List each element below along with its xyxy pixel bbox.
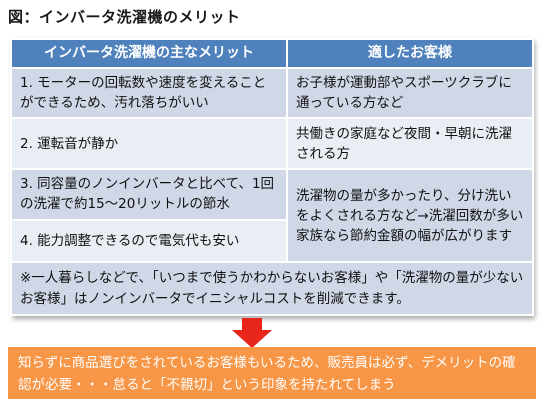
table-note-row: ※一人暮らしなどで、「いつまで使うかわからないお客様」や「洗濯物の量が少ないお客…: [10, 261, 534, 316]
merit-cell-3: 3. 同容量のノンインバータと比べて、1回の洗濯で約15～20リットルの節水: [10, 168, 288, 221]
merit-cell-4: 4. 能力調整できるので電気代も安い: [10, 218, 288, 264]
down-arrow-shape: [232, 318, 272, 348]
conclusion-box: 知らずに商品選びをされているお客様もいるため、販売員は必ず、デメリットの確認が必…: [8, 347, 536, 399]
table-header-row: インバータ洗濯機の主なメリット 適したお客様: [10, 38, 534, 69]
header-merits: インバータ洗濯機の主なメリット: [10, 38, 288, 69]
down-arrow-icon: [232, 318, 272, 348]
customer-cell-1: お子様が運動部やスポーツクラブに通っている方など: [286, 66, 534, 120]
header-customers: 適したお客様: [286, 38, 534, 69]
table-row: 4. 能力調整できるので電気代も安い: [10, 218, 533, 264]
merits-table: インバータ洗濯機の主なメリット 適したお客様 1. モーターの回転数や速度を変え…: [10, 38, 534, 316]
table-row: 1. モーターの回転数や速度を変えることができるため、汚れ落ちがいい お子様が運…: [10, 66, 534, 120]
customer-cell-2: 共働きの家庭など夜間・早朝に洗濯される方: [286, 117, 534, 171]
table-row: 3. 同容量のノンインバータと比べて、1回の洗濯で約15～20リットルの節水 洗…: [10, 168, 534, 264]
merit-cell-2: 2. 運転音が静か: [10, 117, 288, 171]
customer-cell-3: 洗濯物の量が多かったり、分け洗いをよくされる方など→洗濯回数が多い家族なら節約金…: [286, 168, 534, 264]
table-note: ※一人暮らしなどで、「いつまで使うかわからないお客様」や「洗濯物の量が少ないお客…: [10, 261, 534, 316]
merit-cell-1: 1. モーターの回転数や速度を変えることができるため、汚れ落ちがいい: [10, 66, 288, 120]
figure-title: 図：インバータ洗濯機のメリット: [8, 8, 241, 26]
table-row: 2. 運転音が静か 共働きの家庭など夜間・早朝に洗濯される方: [10, 117, 534, 171]
